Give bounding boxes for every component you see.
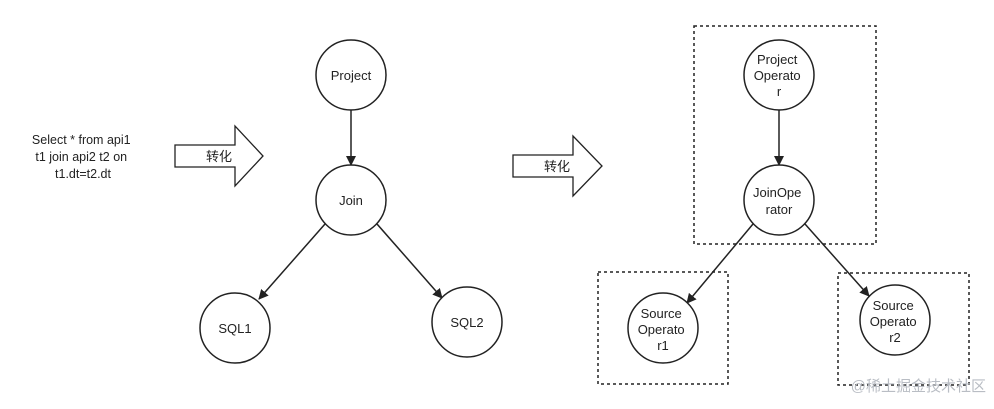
block-arrow-shape bbox=[512, 134, 603, 198]
edge-join-to-sql1 bbox=[258, 223, 326, 300]
operator-group-box-left bbox=[597, 271, 729, 385]
node-label-line: Operato bbox=[754, 68, 801, 83]
node-project-operator: Project Operato r bbox=[743, 39, 815, 111]
sql-line: Select * from api1 bbox=[32, 133, 131, 147]
node-sql1: SQL1 bbox=[199, 292, 271, 364]
transform-arrow-right: 转化 bbox=[512, 134, 603, 198]
node-circle bbox=[743, 39, 815, 111]
node-label: SQL2 bbox=[450, 315, 483, 330]
node-circle bbox=[859, 284, 931, 356]
transform-arrow-label: 转化 bbox=[544, 159, 570, 174]
block-arrow-shape bbox=[174, 124, 264, 188]
svg-text:Project Operato r: Project Operato r bbox=[754, 52, 805, 99]
node-label-line: JoinOpe bbox=[753, 185, 801, 200]
node-label-line: Source bbox=[873, 298, 914, 313]
node-circle bbox=[199, 292, 271, 364]
node-label-line: Project bbox=[757, 52, 798, 67]
watermark-text: @稀土掘金技术社区 bbox=[851, 378, 986, 395]
svg-text:SQL1: SQL1 bbox=[218, 321, 251, 336]
node-join-operator: JoinOpe rator bbox=[743, 164, 815, 236]
edge-joinop-to-source2 bbox=[804, 223, 870, 297]
node-source-operator-1: Source Operato r1 bbox=[627, 292, 699, 364]
operator-group-box-top bbox=[693, 25, 877, 245]
edge-joinop-to-source1 bbox=[686, 223, 754, 304]
node-circle bbox=[743, 164, 815, 236]
sql-query-text: Select * from api1 t1 join api2 t2 on t1… bbox=[32, 133, 134, 181]
node-label-line: rator bbox=[766, 202, 793, 217]
node-source-operator-2: Source Operato r2 bbox=[859, 284, 931, 356]
operator-group-box-right bbox=[837, 272, 970, 386]
edge-join-to-sql2 bbox=[376, 223, 443, 299]
sql-line: t1 join api2 t2 on bbox=[35, 150, 127, 164]
transform-arrow-label: 转化 bbox=[206, 149, 232, 164]
node-circle bbox=[315, 164, 387, 236]
sql-line: t1.dt=t2.dt bbox=[55, 167, 111, 181]
svg-text:Source Operato r2: Source Operato r2 bbox=[870, 298, 921, 345]
node-sql2: SQL2 bbox=[431, 286, 503, 358]
node-join: Join bbox=[315, 164, 387, 236]
node-label-line: Source bbox=[641, 306, 682, 321]
node-label-line: Operato bbox=[638, 322, 685, 337]
node-label-line: r2 bbox=[889, 330, 901, 345]
svg-text:JoinOpe rator: JoinOpe rator bbox=[753, 185, 805, 217]
node-label-line: r bbox=[777, 84, 782, 99]
svg-text:Project: Project bbox=[331, 68, 372, 83]
node-label: Join bbox=[339, 193, 363, 208]
svg-text:Source Operato r1: Source Operato r1 bbox=[638, 306, 689, 353]
node-circle bbox=[431, 286, 503, 358]
node-label-line: r1 bbox=[657, 338, 669, 353]
transform-arrow-left: 转化 bbox=[174, 124, 264, 188]
svg-text:Join: Join bbox=[339, 193, 363, 208]
node-label: Project bbox=[331, 68, 372, 83]
node-project: Project bbox=[315, 39, 387, 111]
node-circle bbox=[315, 39, 387, 111]
node-label: SQL1 bbox=[218, 321, 251, 336]
node-label-line: Operato bbox=[870, 314, 917, 329]
node-circle bbox=[627, 292, 699, 364]
svg-text:SQL2: SQL2 bbox=[450, 315, 483, 330]
